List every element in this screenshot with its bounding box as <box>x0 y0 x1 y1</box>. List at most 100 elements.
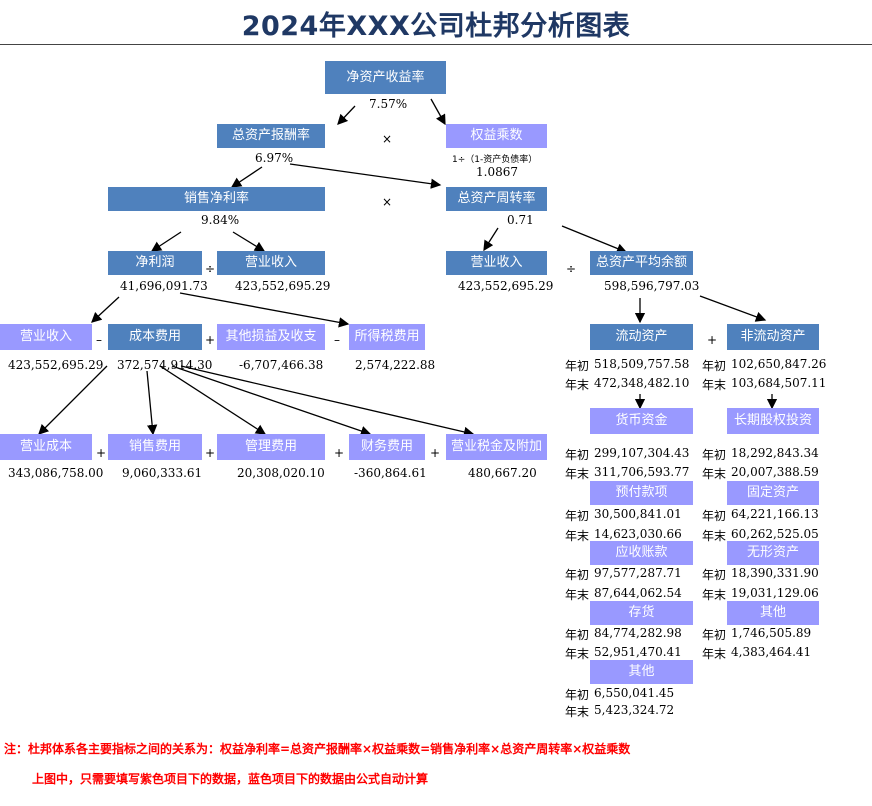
net-margin-value[interactable]: 9.84% <box>201 213 240 227</box>
cash-end[interactable]: 311,706,593.77 <box>594 465 690 479</box>
current-assets-box: 流动资产 <box>590 324 693 350</box>
intangible-end-label: 年末 <box>702 588 727 602</box>
note-relationship: 注：杜邦体系各主要指标之间的关系为：权益净利率=总资产报酬率×权益乘数=销售净利… <box>4 742 631 756</box>
noncurrent-assets-begin[interactable]: 102,650,847.26 <box>731 357 827 371</box>
admin-exp-value[interactable]: 20,308,020.10 <box>237 466 325 480</box>
other-noncurrent-box: 其他 <box>727 601 819 625</box>
current-assets-begin-label: 年初 <box>565 359 590 373</box>
plus-operator: + <box>96 446 107 460</box>
receivables-begin[interactable]: 97,577,287.71 <box>594 566 682 580</box>
divide-operator: ÷ <box>566 262 577 276</box>
income-tax-value[interactable]: 2,574,222.88 <box>355 358 436 372</box>
arrow-np-rev <box>91 296 120 323</box>
note-instructions: 上图中，只需要填写紫色项目下的数据，蓝色项目下的数据由公式自动计算 <box>32 772 429 786</box>
inventory-end-label: 年末 <box>565 647 590 661</box>
op-cost-value[interactable]: 343,086,758.00 <box>8 466 104 480</box>
equity-mult-formula: 1÷（1-资产负债率） <box>452 155 538 165</box>
arrow-turnover-avg <box>561 225 628 254</box>
intangible-begin[interactable]: 18,390,331.90 <box>731 566 819 580</box>
fixed-assets-end[interactable]: 60,262,525.05 <box>731 527 819 541</box>
inventory-end[interactable]: 52,951,470.41 <box>594 645 682 659</box>
title-divider <box>0 44 872 45</box>
other-noncurrent-begin-label: 年初 <box>702 628 727 642</box>
noncurrent-assets-end[interactable]: 103,684,507.11 <box>731 376 827 390</box>
other-noncurrent-begin[interactable]: 1,746,505.89 <box>731 626 812 640</box>
prepay-begin[interactable]: 30,500,841.01 <box>594 507 682 521</box>
cash-box: 货币资金 <box>590 408 693 434</box>
lt-equity-inv-box: 长期股权投资 <box>727 408 819 434</box>
plus-operator: + <box>205 446 216 460</box>
other-noncurrent-end[interactable]: 4,383,464.41 <box>731 645 812 659</box>
avg-assets-box: 总资产平均余额 <box>590 251 693 275</box>
arrow-roe-equity <box>430 98 446 126</box>
prepay-begin-label: 年初 <box>565 509 590 523</box>
receivables-end-label: 年末 <box>565 588 590 602</box>
other-gains-box: 其他损益及收支 <box>217 324 325 350</box>
revenue-value-turnover[interactable]: 423,552,695.29 <box>458 279 554 293</box>
receivables-begin-label: 年初 <box>565 568 590 582</box>
arrow-avg-noncurrent <box>699 295 767 322</box>
revenue-box-turnover: 营业收入 <box>446 251 547 275</box>
net-profit-value[interactable]: 41,696,091.73 <box>120 279 208 293</box>
other-current-end[interactable]: 5,423,324.72 <box>594 703 675 717</box>
sales-exp-value[interactable]: 9,060,333.61 <box>122 466 203 480</box>
roe-value[interactable]: 7.57% <box>369 97 408 111</box>
total-cost-value[interactable]: 372,574,914.30 <box>117 358 213 372</box>
equity-mult-box: 权益乘数 <box>446 124 547 148</box>
receivables-box: 应收账款 <box>590 541 693 565</box>
other-current-begin[interactable]: 6,550,041.45 <box>594 686 675 700</box>
plus-operator: + <box>205 333 216 347</box>
inventory-begin[interactable]: 84,774,282.98 <box>594 626 682 640</box>
equity-mult-value[interactable]: 1.0867 <box>476 165 518 179</box>
prepay-end-label: 年末 <box>565 529 590 543</box>
intangible-end[interactable]: 19,031,129.06 <box>731 586 819 600</box>
arrow-cost-sales <box>146 370 158 436</box>
current-assets-begin[interactable]: 518,509,757.58 <box>594 357 690 371</box>
arrow-turnover-rev <box>483 227 499 252</box>
fin-exp-value[interactable]: -360,864.61 <box>354 466 427 480</box>
op-cost-box: 营业成本 <box>0 434 92 460</box>
lt-equity-inv-begin-label: 年初 <box>702 448 727 462</box>
avg-assets-value[interactable]: 598,596,797.03 <box>604 279 700 293</box>
admin-exp-box: 管理费用 <box>217 434 325 460</box>
fixed-assets-begin[interactable]: 64,221,166.13 <box>731 507 819 521</box>
prepay-end[interactable]: 14,623,030.66 <box>594 527 682 541</box>
revenue-value[interactable]: 423,552,695.29 <box>235 279 331 293</box>
minus-operator: – <box>334 333 340 347</box>
arrow-cost-opcost <box>38 365 108 435</box>
noncurrent-assets-box: 非流动资产 <box>727 324 819 350</box>
revenue-value-np[interactable]: 423,552,695.29 <box>8 358 104 372</box>
lt-equity-inv-begin[interactable]: 18,292,843.34 <box>731 446 819 460</box>
fixed-assets-box: 固定资产 <box>727 481 819 505</box>
revenue-box: 营业收入 <box>217 251 325 275</box>
sales-tax-value[interactable]: 480,667.20 <box>468 466 537 480</box>
cash-begin-label: 年初 <box>565 448 590 462</box>
prepay-box: 预付款项 <box>590 481 693 505</box>
arrow-cost-admin <box>159 365 267 435</box>
times-operator: × <box>382 132 393 146</box>
arrow-roe-roa <box>337 105 356 125</box>
net-margin-box: 销售净利率 <box>108 187 325 211</box>
arrow-np-tax <box>179 292 350 328</box>
sales-exp-box: 销售费用 <box>108 434 202 460</box>
asset-turnover-value[interactable]: 0.71 <box>507 213 534 227</box>
other-gains-value[interactable]: -6,707,466.38 <box>239 358 324 372</box>
other-current-box: 其他 <box>590 660 693 684</box>
roa-box: 总资产报酬率 <box>217 124 325 148</box>
times-operator: × <box>382 195 393 209</box>
current-assets-end[interactable]: 472,348,482.10 <box>594 376 690 390</box>
other-current-end-label: 年末 <box>565 705 590 719</box>
roa-value[interactable]: 6.97% <box>255 151 294 165</box>
intangible-begin-label: 年初 <box>702 568 727 582</box>
arrow-roa-turnover <box>289 163 442 189</box>
receivables-end[interactable]: 87,644,062.54 <box>594 586 682 600</box>
other-noncurrent-end-label: 年末 <box>702 647 727 661</box>
inventory-box: 存货 <box>590 601 693 625</box>
current-assets-end-label: 年末 <box>565 378 590 392</box>
cash-begin[interactable]: 299,107,304.43 <box>594 446 690 460</box>
arrow-roa-margin <box>230 166 263 188</box>
divide-operator: ÷ <box>205 262 216 276</box>
intangible-box: 无形资产 <box>727 541 819 565</box>
lt-equity-inv-end-label: 年末 <box>702 467 727 481</box>
lt-equity-inv-end[interactable]: 20,007,388.59 <box>731 465 819 479</box>
